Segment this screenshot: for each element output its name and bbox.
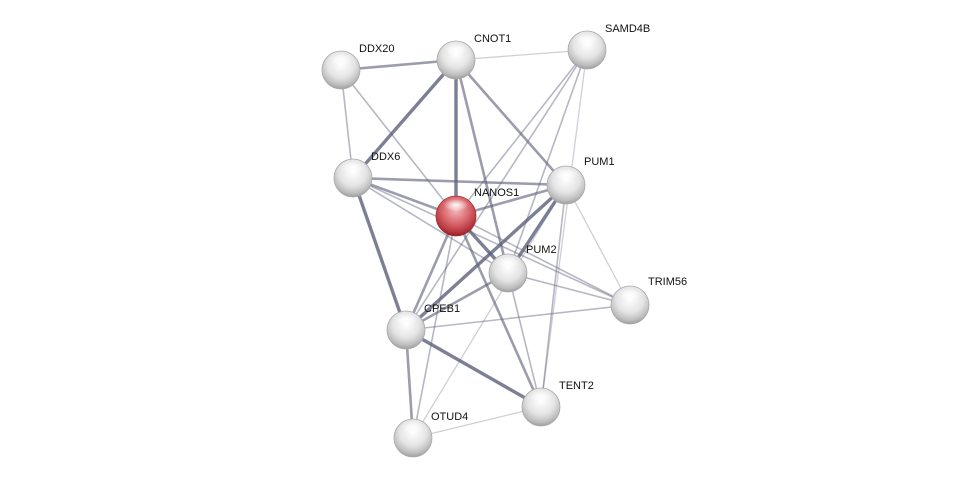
node-trim56[interactable]: TRIM56 [610, 276, 687, 325]
node-highlight [618, 288, 642, 301]
node-nanos1[interactable]: NANOS1 [435, 187, 519, 237]
node-highlight [529, 390, 553, 403]
node-highlight [341, 161, 365, 174]
node-label: CNOT1 [474, 33, 511, 45]
node-highlight [575, 33, 599, 46]
edge-cnot1-ddx6[interactable] [351, 58, 458, 180]
edge-cnot1-samd4b[interactable] [455, 49, 588, 61]
edge-samd4b-nanos1[interactable] [455, 49, 588, 217]
node-pum2[interactable]: PUM2 [488, 244, 557, 293]
node-label: PUM1 [584, 156, 615, 168]
edge-cpeb1-trim56[interactable] [405, 304, 631, 331]
edge-samd4b-pum2[interactable] [507, 49, 588, 274]
edge-nanos1-tent2[interactable] [454, 214, 543, 409]
edge-ddx6-trim56[interactable] [352, 177, 631, 306]
edge-tent2-otud4[interactable] [412, 406, 542, 439]
edge-cnot1-pum1[interactable] [454, 58, 568, 187]
node-label: OTUD4 [431, 411, 468, 423]
node-highlight [554, 168, 578, 181]
node-tent2[interactable]: TENT2 [521, 380, 594, 427]
node-label: TENT2 [559, 380, 594, 392]
edge-nanos1-trim56[interactable] [455, 215, 631, 306]
edge-pum2-tent2[interactable] [507, 272, 542, 408]
edge-ddx6-cpeb1[interactable] [351, 176, 408, 332]
edge-pum2-trim56[interactable] [507, 272, 631, 306]
node-ddx20[interactable]: DDX20 [321, 43, 394, 90]
node-highlight [401, 421, 425, 434]
node-otud4[interactable]: OTUD4 [393, 411, 468, 458]
node-label: NANOS1 [474, 187, 519, 199]
node-label: CPEB1 [424, 303, 460, 315]
edge-ddx20-nanos1[interactable] [340, 69, 457, 217]
node-highlight [496, 256, 520, 269]
node-cnot1[interactable]: CNOT1 [436, 33, 511, 80]
edge-pum2-cpeb1[interactable] [404, 271, 510, 332]
edge-nanos1-cpeb1[interactable] [404, 214, 458, 332]
edge-cpeb1-tent2[interactable] [404, 328, 543, 409]
node-highlight [443, 198, 469, 212]
node-label: DDX6 [371, 151, 400, 163]
edge-pum1-trim56[interactable] [565, 184, 631, 306]
node-pum1[interactable]: PUM1 [546, 156, 615, 205]
edge-ddx6-pum1[interactable] [351, 176, 568, 187]
node-label: SAMD4B [605, 23, 650, 35]
edge-pum1-tent2[interactable] [540, 184, 567, 408]
node-highlight [444, 43, 468, 56]
edge-pum1-cpeb1[interactable] [404, 183, 568, 332]
edge-cnot1-pum2[interactable] [454, 58, 510, 275]
edge-samd4b-cpeb1[interactable] [405, 49, 588, 331]
edge-pum1-otud4[interactable] [412, 184, 567, 439]
edge-nanos1-otud4[interactable] [412, 215, 457, 439]
edge-ddx6-pum2[interactable] [352, 177, 509, 274]
node-label: PUM2 [526, 244, 557, 256]
node-highlight [394, 313, 418, 326]
node-samd4b[interactable]: SAMD4B [567, 23, 650, 70]
node-highlight [329, 53, 353, 66]
node-cpeb1[interactable]: CPEB1 [386, 303, 460, 350]
node-label: DDX20 [359, 43, 394, 55]
node-ddx6[interactable]: DDX6 [333, 151, 400, 198]
node-label: TRIM56 [648, 276, 687, 288]
edge-samd4b-tent2[interactable] [540, 49, 588, 408]
